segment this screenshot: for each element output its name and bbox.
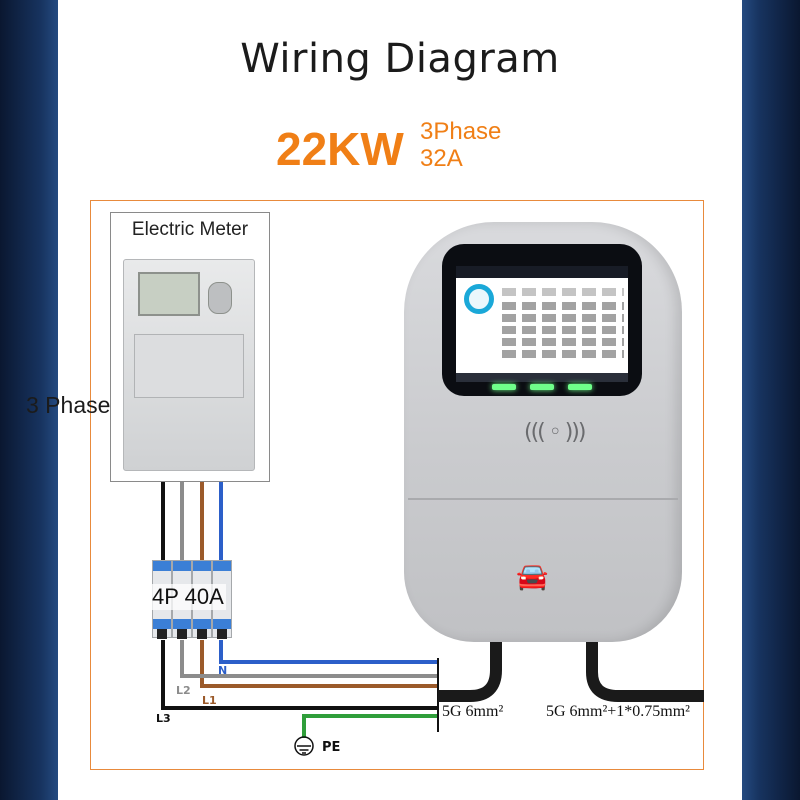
wire-label-l1: L1	[202, 694, 217, 707]
meter-nameplate	[134, 334, 244, 398]
charger-screen	[442, 244, 642, 396]
display-row	[502, 338, 624, 346]
wire-label-l2: L2	[176, 684, 191, 697]
display-row	[502, 326, 624, 334]
wire-label-n: N	[218, 664, 228, 677]
display-row	[502, 350, 624, 358]
display-row	[502, 314, 624, 322]
wire-pe	[302, 714, 438, 738]
current-label: 32A	[420, 145, 463, 172]
charger-display	[456, 266, 628, 382]
rfid-icon: ((( ◦ )))	[524, 420, 586, 445]
phase-spec: 3Phase 32A	[420, 118, 501, 172]
wire-n-lower	[219, 640, 438, 664]
wire-l2-lower	[180, 640, 438, 678]
supply-cable	[438, 632, 502, 702]
ev-charger: ((( ◦ ))) 🚘	[404, 222, 682, 642]
supply-cable-spec: 5G 6mm²	[442, 703, 504, 720]
wire-label-pe: PE	[322, 740, 341, 755]
meter-phase-label: 3 Phase	[26, 392, 111, 418]
breaker-label: 4P 40A	[150, 584, 226, 610]
phase-label: 3Phase	[420, 118, 502, 145]
wire-l1-lower	[200, 640, 438, 688]
meter-display	[138, 272, 200, 316]
display-row	[502, 302, 624, 310]
right-border	[742, 0, 800, 800]
power-rating: 22KW	[276, 123, 404, 175]
electric-meter-panel: Electric Meter	[110, 212, 270, 482]
wire-l3-lower	[161, 640, 438, 710]
meter-button	[208, 282, 232, 314]
status-led	[492, 384, 516, 390]
left-border	[0, 0, 58, 800]
car-plug-icon: 🚘	[516, 562, 549, 592]
status-led	[530, 384, 554, 390]
wire-label-l3: L3	[156, 712, 171, 725]
meter-image	[123, 259, 255, 471]
status-led	[568, 384, 592, 390]
housing-seam	[408, 498, 678, 500]
display-status-bar	[456, 266, 628, 278]
diagram-frame	[90, 200, 704, 770]
display-row	[502, 288, 624, 296]
meter-title: Electric Meter	[131, 219, 249, 240]
output-cable-spec: 5G 6mm²+1*0.75mm²	[546, 703, 690, 720]
display-footer	[456, 373, 628, 382]
charging-ring-icon	[464, 284, 494, 314]
page-title: Wiring Diagram	[240, 36, 560, 82]
output-cable	[586, 632, 704, 702]
ground-symbol-icon	[294, 736, 314, 756]
